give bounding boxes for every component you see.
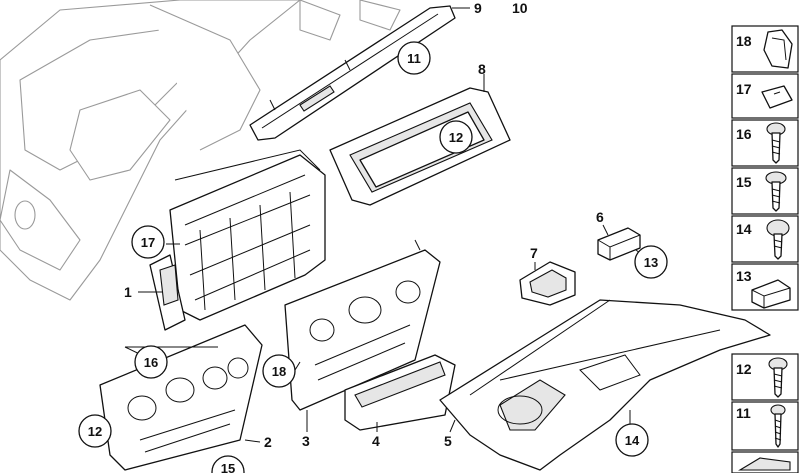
svg-text:12: 12 [736, 361, 752, 377]
part-number-2: 2 [264, 434, 272, 450]
part-number-7: 7 [530, 245, 538, 261]
svg-text:18: 18 [736, 33, 752, 49]
svg-text:15: 15 [736, 174, 752, 190]
control-panel-part-2 [99, 324, 263, 471]
part-number-9: 9 [474, 0, 482, 16]
svg-text:13: 13 [736, 268, 752, 284]
fastener-panel-18: 18 [731, 25, 799, 73]
fastener-panel-17: 17 [731, 73, 799, 119]
svg-text:16: 16 [144, 355, 158, 370]
svg-text:12: 12 [88, 424, 102, 439]
svg-text:14: 14 [736, 221, 752, 237]
circle-callout-17: 17 [131, 225, 165, 259]
svg-text:17: 17 [141, 235, 155, 250]
fastener-panel-12: 12 [731, 353, 799, 401]
svg-text:12: 12 [449, 130, 463, 145]
circle-callout-14: 14 [615, 423, 649, 457]
circle-callout-18: 18 [262, 354, 296, 388]
svg-text:16: 16 [736, 126, 752, 142]
storage-tray-part-4 [344, 354, 456, 431]
trim-strip-part-9 [249, 5, 456, 141]
part-number-6: 6 [596, 209, 604, 225]
bezel-frame-part-8 [329, 87, 511, 206]
fastener-panel-14: 14 [731, 215, 799, 263]
part-number-4: 4 [372, 433, 380, 449]
svg-text:14: 14 [625, 433, 640, 448]
circle-callout-15: 15 [211, 455, 245, 473]
svg-text:13: 13 [644, 255, 658, 270]
diagram-corner-icon [731, 451, 799, 473]
dashboard-background-outline [0, 0, 401, 301]
clip-part-6 [597, 227, 641, 261]
fastener-panel-15: 15 [731, 167, 799, 215]
part-number-1: 1 [124, 284, 132, 300]
fastener-panel-16: 16 [731, 119, 799, 167]
svg-text:17: 17 [736, 81, 752, 97]
part-number-labels: 9 10 8 1 2 3 4 5 6 7 [124, 0, 604, 450]
gasket-part-7 [519, 261, 576, 306]
part-number-3: 3 [302, 433, 310, 449]
part-number-5: 5 [444, 433, 452, 449]
part-number-10: 10 [512, 0, 528, 16]
svg-text:11: 11 [407, 51, 421, 66]
console-panel-part-5 [439, 299, 771, 471]
svg-text:15: 15 [221, 461, 235, 473]
fastener-legend: 18 17 16 15 14 [731, 25, 799, 473]
circle-callout-11: 11 [397, 41, 431, 75]
control-panel-part-3 [284, 239, 441, 411]
fastener-panel-11: 11 [731, 401, 799, 451]
svg-text:18: 18 [272, 364, 286, 379]
svg-text:11: 11 [736, 405, 751, 421]
circle-callout-12-bezel: 12 [439, 120, 473, 154]
part-number-8: 8 [478, 61, 486, 77]
circle-callout-13: 13 [634, 245, 668, 279]
circle-callout-12-panel: 12 [78, 414, 112, 448]
circle-callout-16: 16 [134, 345, 168, 379]
fastener-panel-13: 13 [731, 263, 799, 311]
radio-frame-part-1 [149, 149, 326, 331]
